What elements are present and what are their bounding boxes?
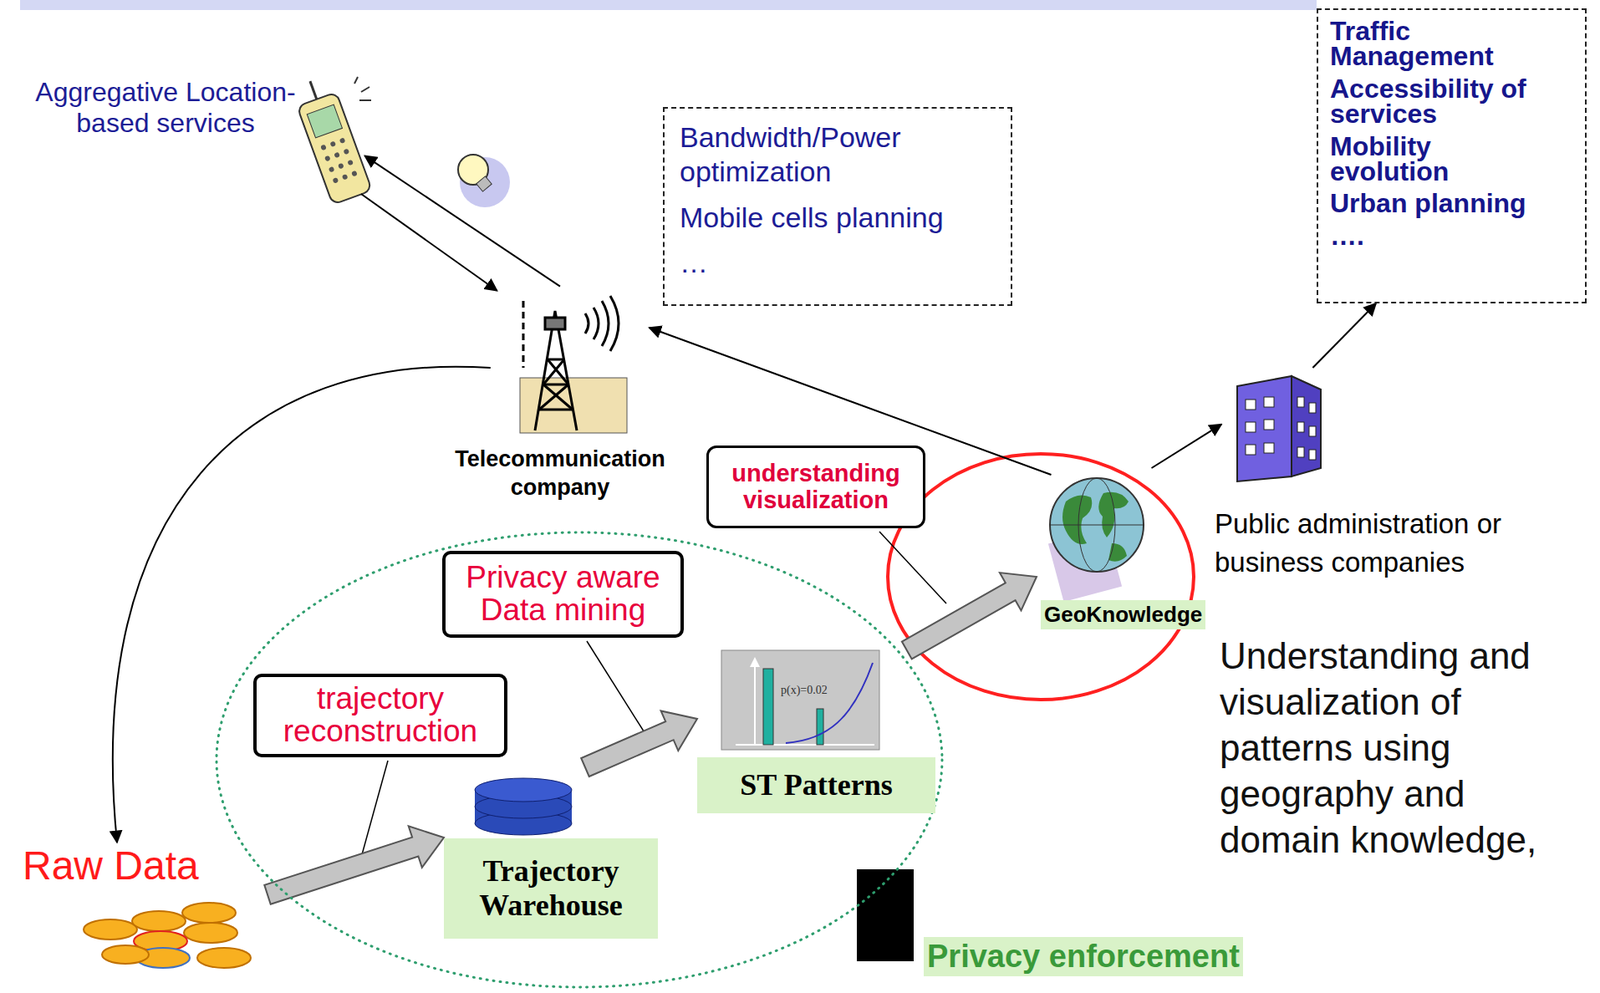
node-text: Aggregative Location- based services [10,76,322,139]
flow-arrow [580,710,698,777]
service-phone: Aggregative Location- based services [10,76,372,211]
node-text: ST Patterns [697,757,936,814]
node-text: GeoKnowledge [1040,600,1206,630]
warehouse-node: Trajectory Warehouse [443,767,658,939]
node-text: Traffic Management [1329,18,1556,70]
node-text: trajectory reconstruction [266,682,495,749]
node-text: Mobile cells planning [679,200,944,235]
node-text: Telecommunication company [451,445,669,503]
focus-ellipse [887,453,1194,700]
node-text: …. [1329,223,1556,249]
privacy-region: Privacy enforcementPrivacy aware Data mi… [214,529,945,990]
node-text: Accessibility of services [1329,76,1556,128]
note-box: Bandwidth/Power optimizationMobile cells… [662,107,1013,306]
region-outline [216,532,943,988]
signal-sparks [354,76,372,101]
flow-arrow [264,825,444,904]
building-icon [1237,376,1321,482]
building-node: Public administration or business compan… [1212,367,1572,586]
database-icon [474,778,572,836]
note-text: Understanding and visualization of patte… [1219,632,1571,863]
chart-formula: p(x)=0.02 [780,683,828,698]
top-band [20,0,1317,11]
node-text: Bandwidth/Power optimization [679,120,996,189]
globe-node: GeoKnowledge [1036,468,1246,636]
node-text: understanding visualization [717,460,915,515]
connector-arrow [112,366,491,843]
raw-data-node: Raw Data [16,842,268,970]
node-text: Public administration or business compan… [1214,504,1541,582]
node-text: Urban planning [1329,190,1556,216]
telecom-tower: Telecommunication company [451,284,669,502]
globe-icon [1048,478,1144,602]
connector-arrow [1312,303,1376,368]
node-text: Privacy aware Data mining [455,561,671,627]
phone-icon [290,74,372,205]
application-box: Traffic ManagementAccessibility of servi… [1316,8,1587,304]
process-box: Privacy aware Data mining [442,550,684,638]
flow-arrow [901,572,1037,659]
patterns-node: ST Patterns [697,650,936,814]
tower-icon [519,295,627,434]
node-text: … [679,245,709,281]
coins-icon [83,902,251,969]
pattern-chart [721,650,880,750]
node-text: Trajectory Warehouse [443,838,658,939]
process-box: trajectory reconstruction [253,673,508,758]
connector-arrow [1151,424,1223,469]
process-box: understanding visualization [706,445,926,529]
node-text: Privacy enforcement [923,937,1244,977]
node-text: Raw Data [22,842,199,889]
lightbulb-icon [458,154,510,208]
privacy-block [856,869,914,962]
connector-arrow [361,193,498,291]
node-text: Mobility evolution [1329,133,1556,185]
